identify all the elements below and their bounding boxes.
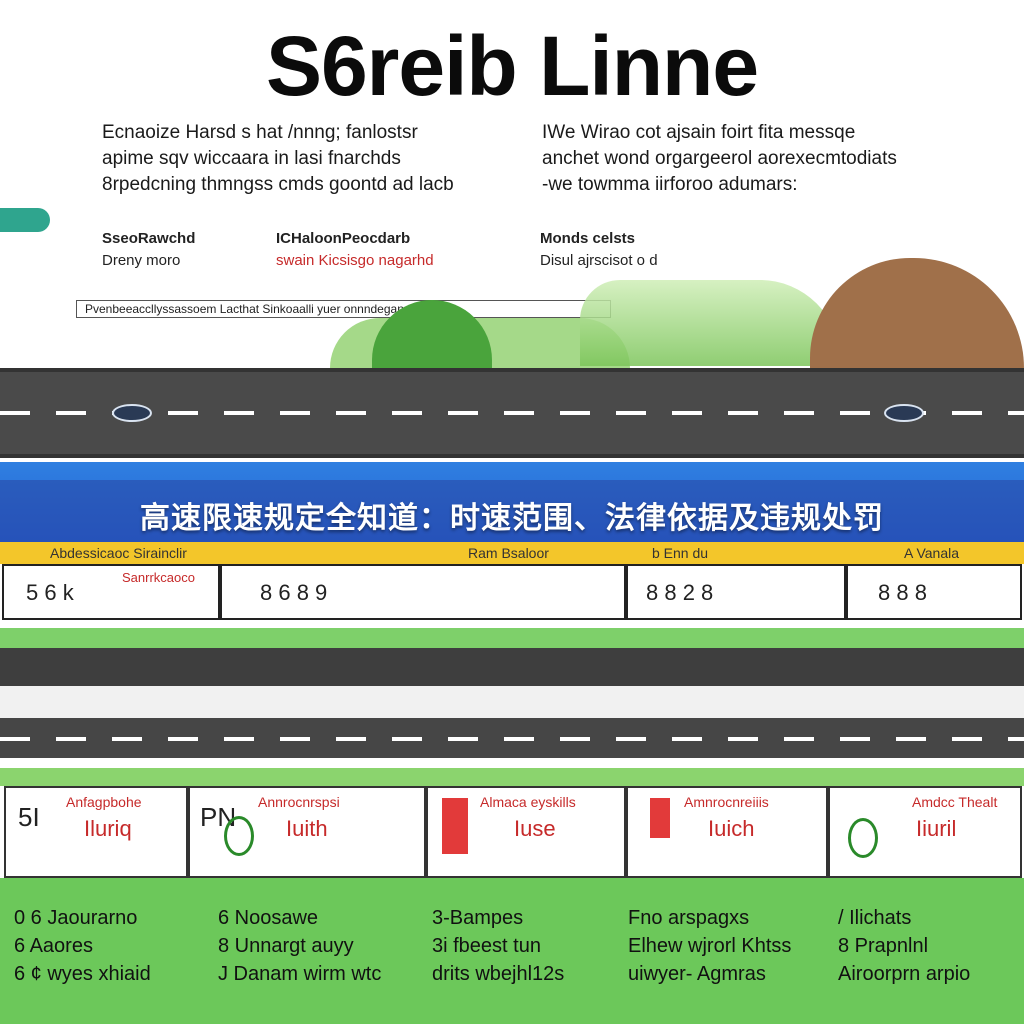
legend-item: Airoorprn arpio: [838, 963, 971, 985]
legend-item: J Danam wirm wtc: [218, 963, 382, 985]
sign-mid-label: Iuse: [514, 816, 556, 841]
subheading-right-text: Disul ajrscisot o d: [540, 252, 658, 269]
strip-label-right: A Vanala: [904, 545, 960, 561]
lane-markings-bottom: [0, 737, 1024, 741]
panel-glyphs: 8 6 8 9: [260, 580, 328, 605]
panel: 5 6 k Sanrrkcaoco: [2, 564, 220, 620]
panel-glyphs: 8 8 8: [878, 580, 927, 605]
subheading-mid-title: ICHaloonPeocdarb: [276, 230, 411, 247]
sign-top-label: Almaca eyskills: [480, 794, 576, 810]
lane-markings-top: [0, 411, 1024, 415]
sign-card: 5I Anfagpbohe Iluriq: [4, 786, 188, 878]
legend-column: / Ilichats 8 Prapnlnl Airoorprn arpio: [838, 904, 970, 988]
sign-card: Almaca eyskills Iuse: [426, 786, 626, 878]
panel-label: Sanrrkcaoco: [122, 570, 195, 585]
subheading-left-text: Dreny moro: [102, 252, 181, 269]
leaf-decoration-left: [0, 208, 50, 232]
page-title: S6reib Linne: [265, 19, 759, 113]
subheading-right-title: Monds celsts: [540, 230, 636, 247]
yellow-strip: Abdessicaoc Sirainclir Ram Bsaloor b Enn…: [0, 542, 1024, 564]
subheading-mid-text: swain Kicsisgo nagarhd: [276, 252, 434, 269]
legend-item: Elhew wjrorl Khtss: [628, 935, 792, 957]
legend-item: 3-Bampes: [432, 907, 524, 929]
legend-item: 6 ¢ wyes xhiaid: [14, 963, 151, 985]
legend-item: drits wbejhl12s: [432, 963, 565, 985]
grass-strip: [0, 768, 1024, 786]
intro-text-left: Ecnaoize Harsd s hat /nnng; fanlostsr ap…: [102, 120, 522, 198]
panel-glyphs: 8 8 2 8: [646, 580, 714, 605]
sign-row: 5I Anfagpbohe Iluriq PN Annrocnrspsi Iui…: [0, 786, 1024, 878]
sign-mid-label: Iiuril: [916, 816, 957, 841]
legend-item: 8 Prapnlnl: [838, 935, 929, 957]
highway-middle: [0, 648, 1024, 686]
sign-mid-label: Iluriq: [84, 816, 132, 841]
sign-card: Amnrocnreiiis Iuich: [626, 786, 828, 878]
legend-column: 6 Noosawe 8 Unnargt auyy J Danam wirm wt…: [218, 904, 381, 988]
sign-top-label: Amnrocnreiiis: [684, 794, 769, 810]
car-icon: [884, 404, 924, 422]
legend-item: uiwyer- Agmras: [628, 963, 766, 985]
panel-glyphs: 5 6 k: [26, 580, 74, 605]
sign-top-label: Anfagpbohe: [66, 794, 142, 810]
intro-right-line: anchet wond orgargeerol aorexecmtodiats: [542, 148, 897, 169]
red-block: [650, 798, 670, 838]
legend-column: 3-Bampes 3i fbeest tun drits wbejhl12s: [432, 904, 564, 988]
panel-row: 5 6 k Sanrrkcaoco 8 6 8 9 8 8 2 8 8 8 8: [0, 564, 1024, 622]
intro-left-line: apime sqv wiccaara in lasi fnarchds: [102, 148, 401, 169]
intro-text-right: IWe Wirao cot ajsain foirt fita messqe a…: [542, 120, 982, 198]
panel: 8 6 8 9: [220, 564, 626, 620]
greenery: [580, 280, 840, 366]
legend-column: Fno arspagxs Elhew wjrorl Khtss uiwyer- …: [628, 904, 791, 988]
subheading-right: Monds celsts Disul ajrscisot o d: [540, 228, 658, 272]
green-figure: [848, 818, 878, 858]
subheading-left-title: SseoRawchd: [102, 230, 196, 247]
sign-glyph: 5I: [18, 802, 40, 832]
panel: 8 8 8: [846, 564, 1022, 620]
strip-label-left: Abdessicaoc Sirainclir: [50, 545, 187, 561]
red-block: [442, 798, 468, 854]
intro-right-line: IWe Wirao cot ajsain foirt fita messqe: [542, 122, 856, 143]
intro-left-line: 8rpedcning thmngss cmds goontd ad lacb: [102, 174, 454, 195]
sign-mid-label: Iuich: [708, 816, 755, 841]
car-icon: [112, 404, 152, 422]
panel: 8 8 2 8: [626, 564, 846, 620]
strip-label-mid: Ram Bsaloor: [468, 545, 549, 561]
legend-item: 3i fbeest tun: [432, 935, 541, 957]
grass-bottom: [0, 878, 1024, 1024]
intro-left-line: Ecnaoize Harsd s hat /nnng; fanlostsr: [102, 122, 418, 143]
road-separator: [0, 686, 1024, 718]
banner-title: 高速限速规定全知道：时速范围、法律依据及违规处罚: [0, 480, 1024, 550]
sign-card: PN Annrocnrspsi Iuith: [188, 786, 426, 878]
strip-label-mid2: b Enn du: [652, 545, 709, 561]
grass-strip: [0, 628, 1024, 648]
caption-box: Pvenbeeaccllyssassoem Lacthat Sinkoaalli…: [76, 300, 611, 318]
sign-top-label: Annrocnrspsi: [258, 794, 340, 810]
legend-item: 6 Aaores: [14, 935, 93, 957]
subheading-mid: ICHaloonPeocdarb swain Kicsisgo nagarhd: [276, 228, 434, 272]
legend-item: Fno arspagxs: [628, 907, 750, 929]
sign-top-label: Amdcc Thealt: [912, 794, 998, 810]
legend-item: 0 6 Jaourarno: [14, 907, 138, 929]
sign-mid-label: Iuith: [286, 816, 328, 841]
legend-item: / Ilichats: [838, 907, 912, 929]
legend-item: 6 Noosawe: [218, 907, 319, 929]
intro-right-line: -we towmma iirforoo adumars:: [542, 174, 798, 195]
green-figure: [224, 816, 254, 856]
legend-item: 8 Unnargt auyy: [218, 935, 354, 957]
subheading-left: SseoRawchd Dreny moro: [102, 228, 195, 272]
rock: [810, 258, 1024, 368]
sign-card: Amdcc Thealt Iiuril: [828, 786, 1022, 878]
legend-column: 0 6 Jaourarno 6 Aaores 6 ¢ wyes xhiaid: [14, 904, 151, 988]
